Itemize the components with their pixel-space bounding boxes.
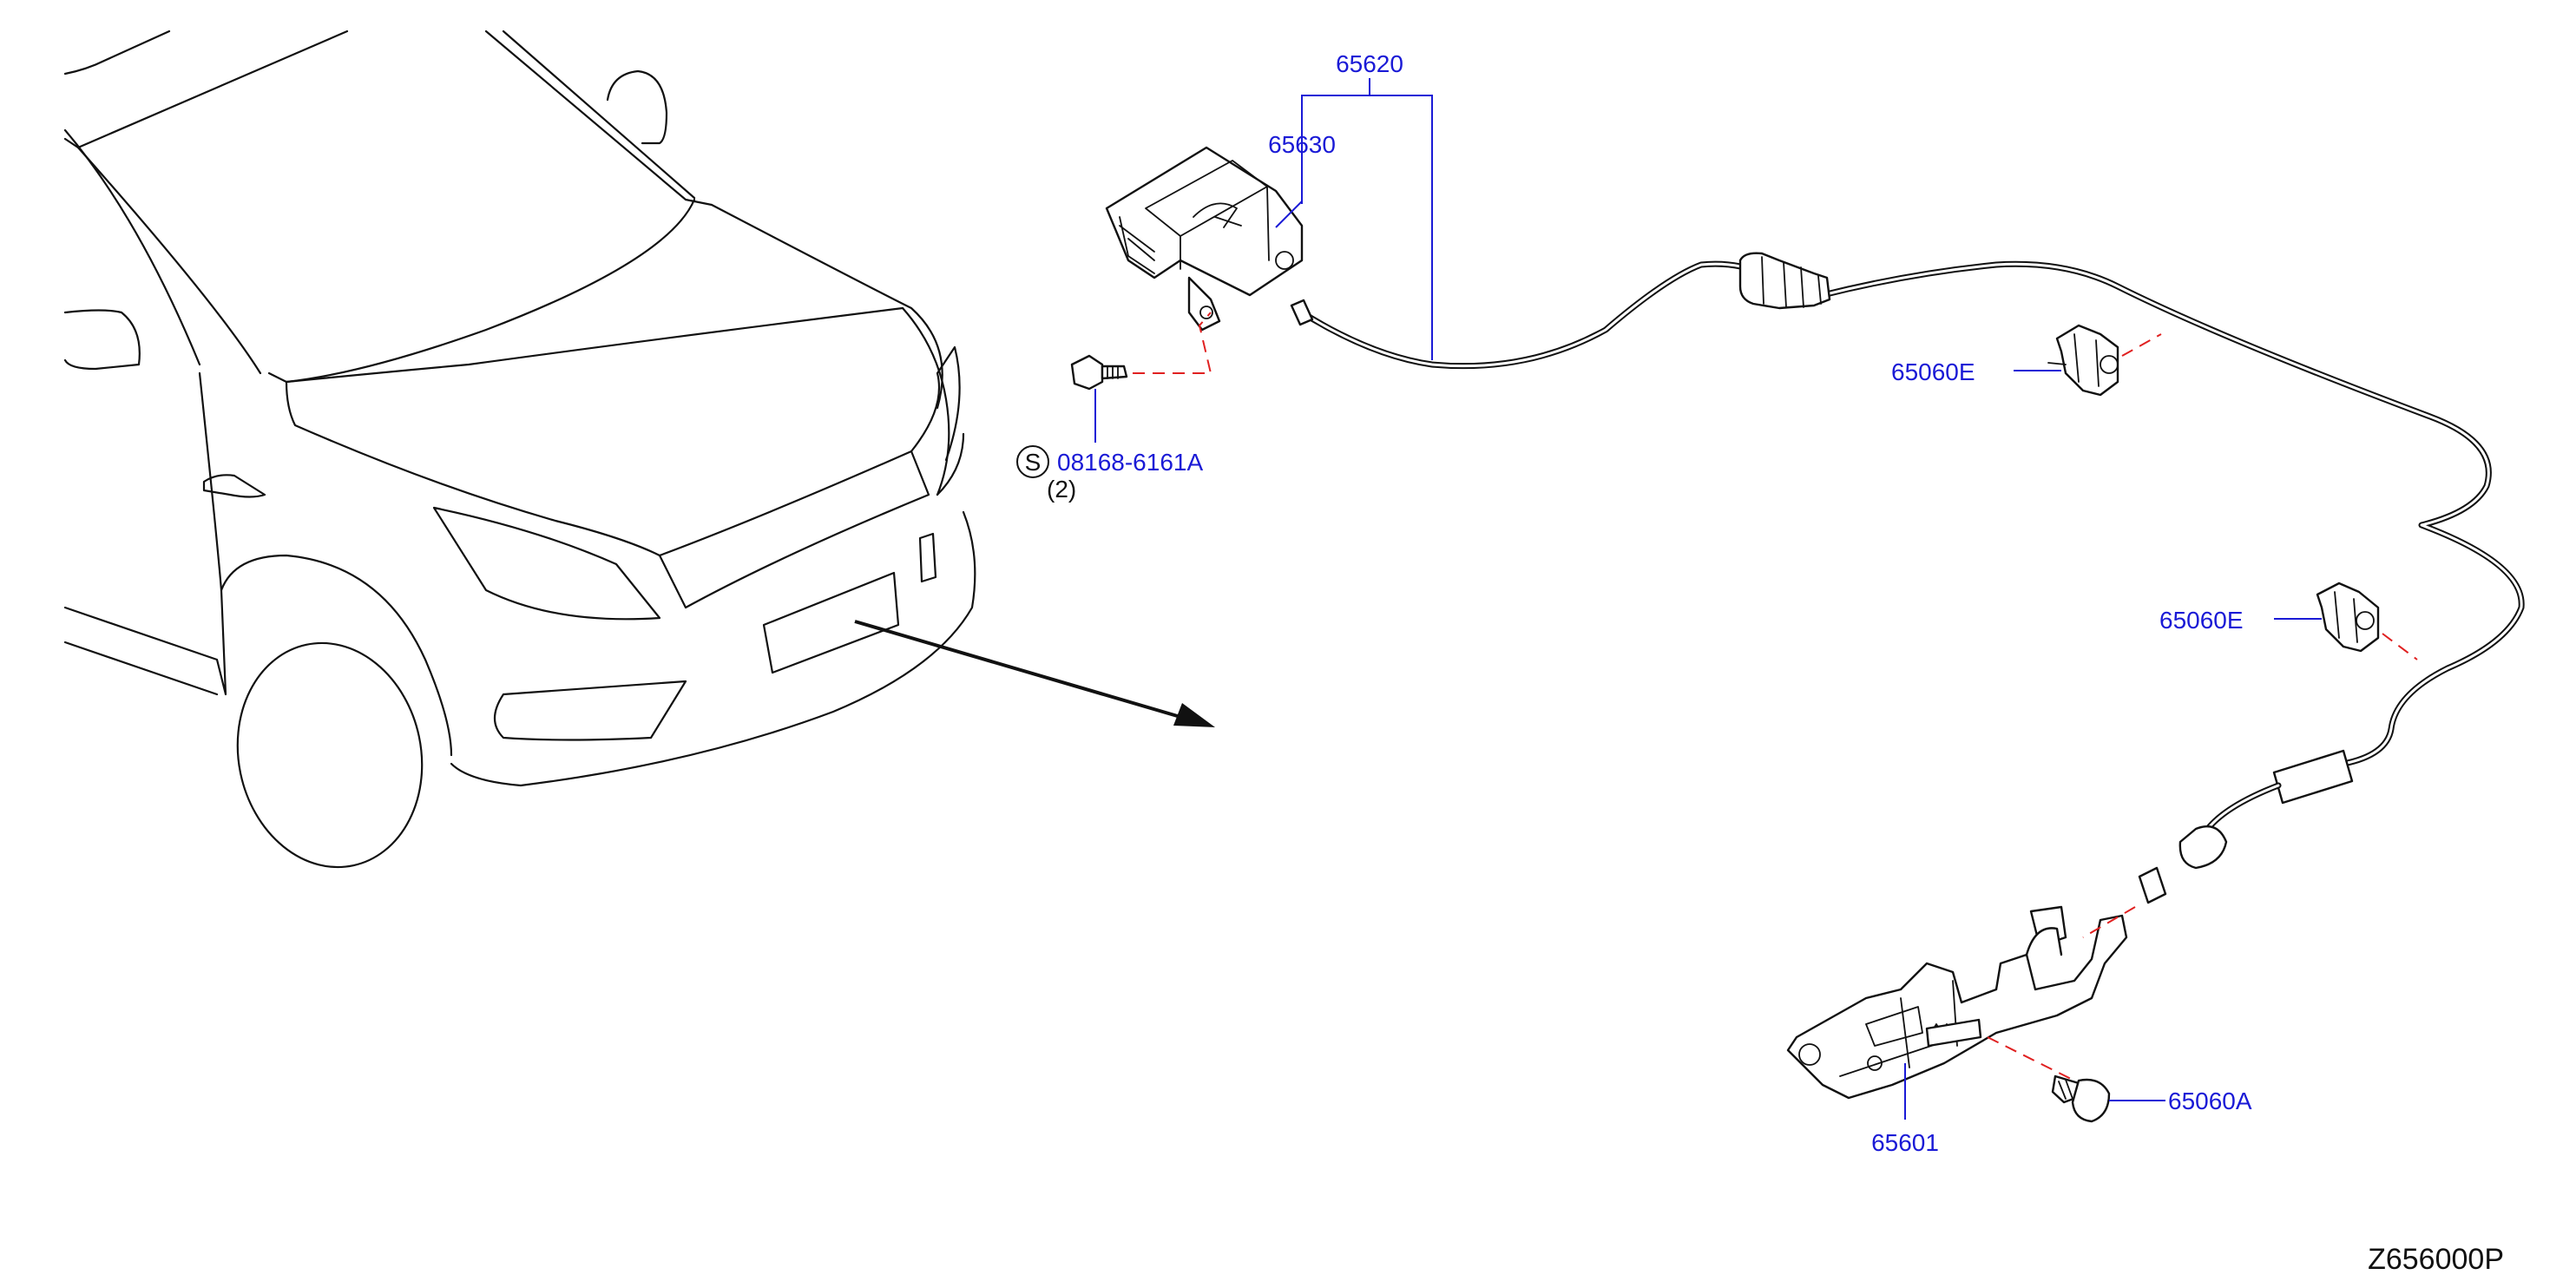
guide-line-hood-lock-cable <box>2082 906 2136 938</box>
label-clip-upper[interactable]: 65060E <box>1891 358 1975 385</box>
hood-lock-part[interactable] <box>1786 905 2128 1100</box>
label-lock-bolt[interactable]: 65060A <box>2168 1088 2252 1114</box>
lock-bolt-part[interactable] <box>2051 1074 2111 1123</box>
release-handle-part[interactable] <box>1105 146 1304 332</box>
guide-line-clip-upper <box>2121 333 2162 357</box>
standard-part-mark-icon <box>1016 445 1049 478</box>
leader-release-handle <box>1275 178 1303 228</box>
bolt-part[interactable] <box>1070 354 1128 391</box>
leader-cable-assembly <box>1301 78 1433 360</box>
cable-clip-lower-part[interactable] <box>2316 582 2380 653</box>
bolt-label-group: S 08168-6161A (2) <box>1016 445 1203 503</box>
guide-line-clip-lower <box>2382 633 2418 660</box>
figure-code: Z656000P <box>2368 1243 2504 1276</box>
direction-arrow <box>854 620 1215 727</box>
vehicle-front-illustration <box>63 30 976 869</box>
label-hood-lock[interactable]: 65601 <box>1871 1129 1939 1156</box>
standard-part-mark: S <box>1025 449 1042 476</box>
label-bolt-quantity: (2) <box>1047 476 1076 503</box>
cable-clip-upper-part[interactable] <box>2047 324 2119 397</box>
label-bolt[interactable]: 08168-6161A <box>1057 449 1203 476</box>
guide-line-bolt <box>1133 312 1212 374</box>
label-clip-lower[interactable]: 65060E <box>2159 607 2244 634</box>
guide-line-lock-bolt <box>1987 1036 2075 1081</box>
label-cable-assembly[interactable]: 65620 <box>1336 50 1403 77</box>
hood-release-cable[interactable] <box>1290 252 2525 904</box>
label-release-handle[interactable]: 65630 <box>1268 131 1336 158</box>
